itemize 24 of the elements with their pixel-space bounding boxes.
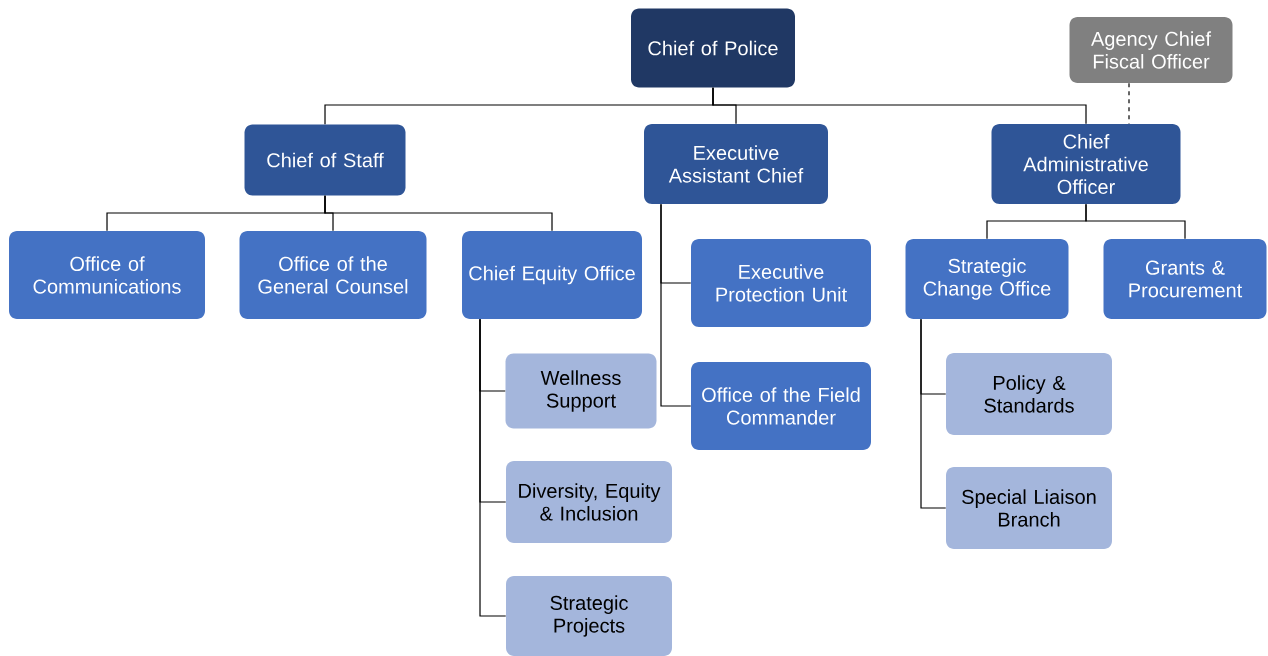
unit-box: Diversity, Equity & Inclusion: [506, 461, 672, 543]
office-box: Strategic Change Office: [905, 239, 1069, 319]
office-box: Office of the Field Commander: [691, 362, 871, 450]
connector-line: [479, 318, 507, 617]
unit-box: Policy & Standards: [946, 353, 1112, 435]
division-box: Chief Administrative Officer: [991, 124, 1181, 204]
connector-line: [1128, 82, 1130, 125]
connector-line: [712, 87, 1087, 125]
advisor-box: Agency Chief Fiscal Officer: [1069, 17, 1233, 83]
unit-box: Strategic Projects: [506, 576, 672, 656]
office-box: Chief Equity Office: [462, 231, 642, 319]
leader-box: Chief of Police: [631, 8, 795, 88]
office-box: Office of Communications: [9, 231, 205, 319]
office-box: Office of the General Counsel: [239, 231, 427, 319]
unit-box: Special Liaison Branch: [946, 467, 1112, 549]
connector-line: [324, 195, 553, 232]
connector-line: [920, 318, 947, 509]
office-box: Grants & Procurement: [1103, 239, 1267, 319]
division-box: Executive Assistant Chief: [644, 124, 828, 204]
connector-line: [1085, 203, 1186, 240]
connector-line: [660, 203, 692, 407]
division-box: Chief of Staff: [244, 124, 406, 196]
office-box: Executive Protection Unit: [691, 239, 871, 327]
unit-box: Wellness Support: [505, 353, 657, 429]
